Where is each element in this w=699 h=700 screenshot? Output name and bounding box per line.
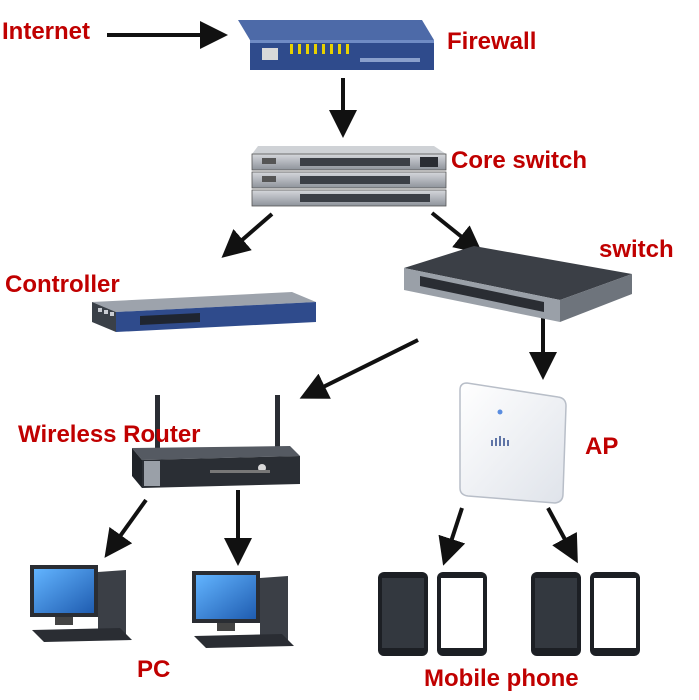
- pc-icon: [30, 565, 132, 642]
- label-firewall: Firewall: [447, 28, 537, 55]
- label-pc: PC: [137, 656, 171, 683]
- label-internet: Internet: [2, 18, 91, 45]
- label-mobile-phone: Mobile phone: [424, 665, 579, 692]
- label-controller: Controller: [5, 271, 120, 298]
- switch-icon: [404, 246, 632, 322]
- label-core-switch: Core switch: [451, 147, 588, 174]
- arrows: [104, 21, 578, 566]
- pc-icon: [192, 571, 294, 648]
- mobile-phone-icon: [531, 572, 581, 656]
- arrow-ap-phone1: [438, 507, 466, 566]
- core-switch-icon: [251, 146, 447, 207]
- access-point-icon: [459, 382, 567, 504]
- wireless-router-icon: [132, 395, 300, 488]
- mobile-phone-icon: [378, 572, 428, 656]
- label-wireless-router: Wireless Router: [18, 421, 201, 448]
- label-ap: AP: [585, 433, 619, 460]
- arrow-core-switch: [430, 211, 483, 254]
- label-switch: switch: [599, 236, 674, 263]
- mobile-phone-icon: [590, 572, 640, 656]
- arrow-router-pc1: [104, 498, 148, 558]
- firewall-icon: [238, 20, 434, 70]
- arrow-switch-router: [299, 338, 419, 399]
- controller-icon: [92, 292, 316, 332]
- arrow-ap-phone2: [546, 507, 578, 564]
- mobile-phone-icon: [437, 572, 487, 656]
- arrow-core-controller: [221, 212, 274, 258]
